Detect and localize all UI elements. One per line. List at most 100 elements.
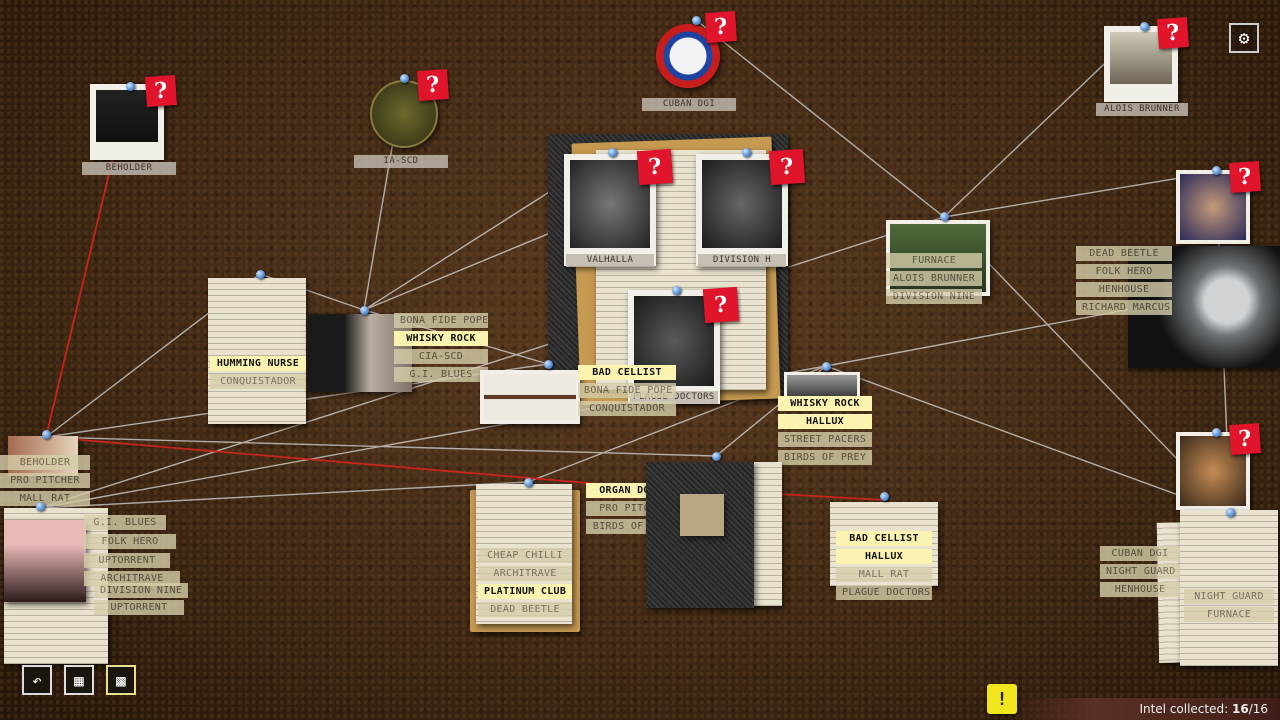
- tag-night-guard[interactable]: NIGHT GUARD: [1100, 564, 1180, 579]
- tag-henhouse[interactable]: HENHOUSE: [1100, 582, 1180, 597]
- tag-bad-cellist[interactable]: BAD CELLIST: [836, 531, 932, 546]
- pin-icon: [880, 492, 889, 501]
- umbrella-photo[interactable]: [480, 370, 580, 424]
- pin-icon: [1212, 428, 1221, 437]
- tag-conquistador[interactable]: CONQUISTADOR: [578, 401, 676, 416]
- tag-pro-pitcher[interactable]: PRO PITCHER: [0, 473, 90, 488]
- pin-icon: [524, 478, 533, 487]
- question-note-icon[interactable]: ?: [702, 286, 740, 324]
- tag-folk-hero[interactable]: FOLK HERO: [84, 534, 176, 549]
- tag-bona-fide-pope[interactable]: BONA FIDE POPE: [578, 383, 676, 398]
- tag-architrave[interactable]: ARCHITRAVE: [84, 571, 180, 586]
- question-note-icon[interactable]: ?: [1156, 16, 1190, 50]
- tag-plague-doctors[interactable]: PLAGUE DOCTORS: [836, 585, 932, 600]
- left-ledger-document[interactable]: [208, 278, 306, 424]
- group-image: [787, 375, 857, 399]
- notebook-tape: [680, 494, 724, 536]
- caption-cuban-dgi: CUBAN DGI: [642, 98, 736, 111]
- pin-icon: [742, 148, 751, 157]
- question-note-icon[interactable]: ?: [768, 148, 806, 186]
- tag-night-guard[interactable]: NIGHT GUARD: [1184, 589, 1274, 604]
- question-note-icon[interactable]: ?: [416, 68, 450, 102]
- tag-uptorrent[interactable]: UPTORRENT: [84, 553, 170, 568]
- tag-uptorrent[interactable]: UPTORRENT: [94, 600, 184, 615]
- caption-ia-scd: IA-SCD: [354, 155, 448, 168]
- pin-icon: [126, 82, 135, 91]
- tag-richard-marcus[interactable]: RICHARD MARCUS: [1076, 300, 1172, 315]
- right-bottom-document[interactable]: [1180, 510, 1278, 666]
- valhalla-image: [570, 160, 650, 248]
- tag-dead-beetle[interactable]: DEAD BEETLE: [478, 602, 572, 617]
- hint-exclamation-icon[interactable]: !: [987, 684, 1017, 714]
- back-button[interactable]: ↶: [22, 665, 52, 695]
- intel-total: /16: [1248, 702, 1268, 716]
- tag-division-nine[interactable]: DIVISION NINE: [94, 583, 188, 598]
- pin-icon: [608, 148, 617, 157]
- tag-conquistador[interactable]: CONQUISTADOR: [210, 374, 306, 389]
- question-note-icon[interactable]: ?: [636, 148, 674, 186]
- tag-bona-fide-pope[interactable]: BONA FIDE POPE: [394, 313, 488, 328]
- caption-alois-brunner: ALOIS BRUNNER: [1096, 103, 1188, 116]
- undo-arrow-icon: ↶: [32, 670, 42, 690]
- intel-collected-text: Intel collected: 16/16: [1139, 702, 1268, 716]
- tag-mall-rat[interactable]: MALL RAT: [836, 567, 932, 582]
- alois-brunner-photo[interactable]: [1104, 26, 1178, 102]
- pin-icon: [544, 360, 553, 369]
- question-note-icon[interactable]: ?: [1228, 422, 1262, 456]
- tag-bad-cellist[interactable]: BAD CELLIST: [578, 365, 676, 380]
- tag-henhouse[interactable]: HENHOUSE: [1076, 282, 1172, 297]
- caption-valhalla: VALHALLA: [566, 254, 654, 267]
- tag-alois-brunner[interactable]: ALOIS BRUNNER: [886, 271, 982, 286]
- pin-icon: [712, 452, 721, 461]
- caption-division-h: DIVISION H: [698, 254, 786, 267]
- grid-view-button[interactable]: ▩: [106, 665, 136, 695]
- tag-humming-nurse[interactable]: HUMMING NURSE: [210, 356, 306, 371]
- pin-icon: [360, 306, 369, 315]
- tag-birds-of-prey[interactable]: BIRDS OF PREY: [778, 450, 872, 465]
- pin-icon: [692, 16, 701, 25]
- valhalla-photo[interactable]: [564, 154, 656, 266]
- tag-architrave[interactable]: ARCHITRAVE: [478, 566, 572, 581]
- board-view-icon: ▦: [74, 670, 84, 690]
- tag-platinum-club[interactable]: PLATINUM CLUB: [478, 584, 572, 599]
- tag-cuban-dgi[interactable]: CUBAN DGI: [1100, 546, 1180, 561]
- intel-bar: Intel collected: 16/16: [1016, 698, 1280, 720]
- intel-count: 16: [1231, 702, 1249, 716]
- klan-photo[interactable]: [4, 520, 86, 602]
- tag-beholder[interactable]: BEHOLDER: [0, 455, 90, 470]
- tag-folk-hero[interactable]: FOLK HERO: [1076, 264, 1172, 279]
- settings-gear-icon[interactable]: ⚙: [1229, 23, 1259, 53]
- tag-cheap-chilli[interactable]: CHEAP CHILLI: [478, 548, 572, 563]
- tag-dead-beetle[interactable]: DEAD BEETLE: [1076, 246, 1172, 261]
- grid-view-icon: ▩: [116, 670, 126, 690]
- pin-icon: [1226, 508, 1235, 517]
- tag-gi-blues[interactable]: G.I. BLUES: [394, 367, 488, 382]
- umbrella-image: [484, 374, 576, 420]
- tag-division-nine[interactable]: DIVISION NINE: [886, 289, 982, 304]
- intel-label: Intel collected:: [1139, 702, 1229, 716]
- tag-furnace[interactable]: FURNACE: [1184, 607, 1274, 622]
- pin-icon: [42, 430, 51, 439]
- question-note-icon[interactable]: ?: [144, 74, 178, 108]
- pin-icon: [1212, 166, 1221, 175]
- question-note-icon[interactable]: ?: [704, 10, 738, 44]
- question-note-icon[interactable]: ?: [1228, 160, 1262, 194]
- tag-furnace[interactable]: FURNACE: [886, 253, 982, 268]
- division-h-image: [702, 160, 782, 248]
- pin-icon: [822, 362, 831, 371]
- tag-cia-scd[interactable]: CIA-SCD: [394, 349, 488, 364]
- tag-street-pacers[interactable]: STREET PACERS: [778, 432, 872, 447]
- pin-icon: [36, 502, 45, 511]
- board-view-button[interactable]: ▦: [64, 665, 94, 695]
- tag-hallux[interactable]: HALLUX: [836, 549, 932, 564]
- tag-hallux[interactable]: HALLUX: [778, 414, 872, 429]
- caption-beholder: BEHOLDER: [82, 162, 176, 175]
- pin-icon: [1140, 22, 1149, 31]
- pin-icon: [256, 270, 265, 279]
- tag-whisky-rock[interactable]: WHISKY ROCK: [778, 396, 872, 411]
- pin-icon: [940, 212, 949, 221]
- tag-mall-rat[interactable]: MALL RAT: [0, 491, 90, 506]
- tag-gi-blues[interactable]: G.I. BLUES: [84, 515, 166, 530]
- tag-whisky-rock[interactable]: WHISKY ROCK: [394, 331, 488, 346]
